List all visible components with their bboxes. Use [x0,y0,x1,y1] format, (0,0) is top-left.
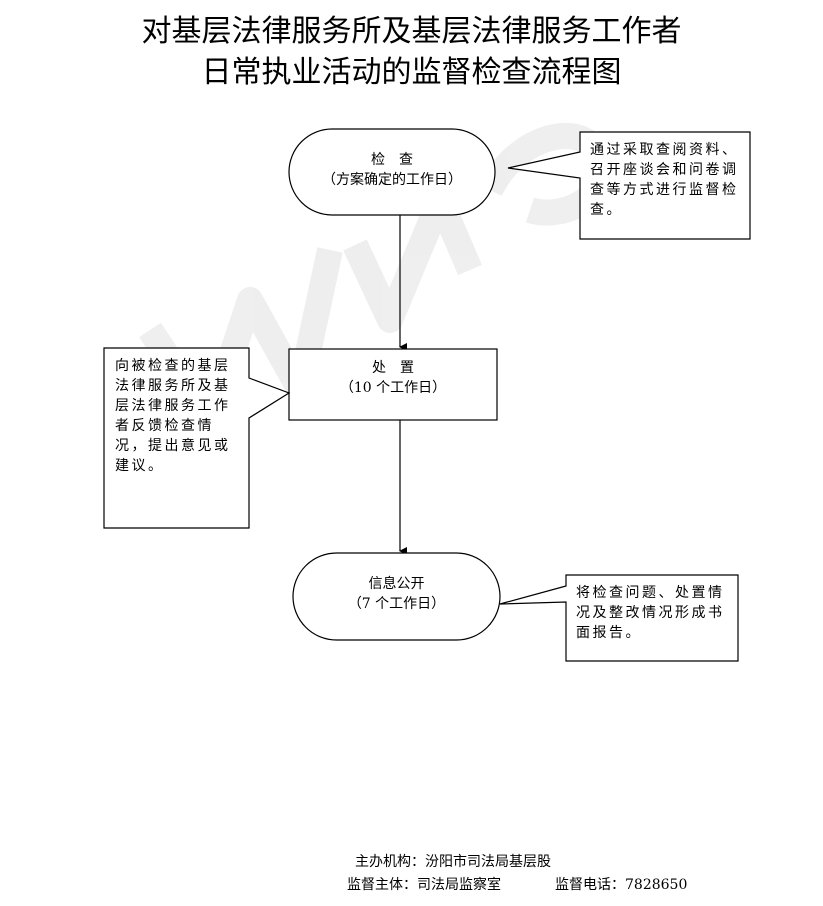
footer-supervisor: 监督主体：司法局监察室 [347,875,501,895]
diagram-title-line1: 对基层法律服务所及基层法律服务工作者 [141,14,682,49]
organizer-value: 汾阳市司法局基层股 [425,854,551,870]
supervisor-value: 司法局监察室 [417,877,501,893]
disclosure-node-label: 信息公开 （7 个工作日） [293,574,500,614]
organizer-label: 主办机构： [355,854,425,870]
phone-label: 监督电话： [555,877,625,893]
disclosure-title: 信息公开 [368,576,425,592]
supervisor-label: 监督主体： [347,877,417,893]
inspection-node-label: 检 查 （方案确定的工作日） [289,150,495,190]
handling-callout [103,347,291,529]
inspection-node [288,128,496,216]
handling-duration: （10 个工作日） [339,380,447,396]
inspection-duration: （方案确定的工作日） [322,172,462,188]
handling-node-label: 处 置 （10 个工作日） [289,358,497,398]
footer-phone: 监督电话：7828650 [555,875,687,895]
inspection-note: 通过采取查阅资料、召开座谈会和问卷调查等方式进行监督检查。 [590,142,739,218]
disclosure-duration: （7 个工作日） [347,596,446,612]
inspection-title: 检 查 [371,152,413,168]
phone-value: 7828650 [625,877,688,893]
handling-note: 向被检查的基层法律服务所及基层法律服务工作者反馈检查情况，提出意见或建议。 [115,358,231,474]
disclosure-callout [499,574,739,662]
handling-node [288,348,498,421]
disclosure-note: 将检查问题、处置情况及整改情况形成书面报告。 [576,585,725,641]
disclosure-node [292,552,501,641]
diagram-title-line2: 日常执业活动的监督检查流程图 [201,55,622,90]
inspection-callout [507,131,751,240]
handling-title: 处 置 [372,360,414,376]
footer-organizer: 主办机构：汾阳市司法局基层股 [355,852,551,872]
